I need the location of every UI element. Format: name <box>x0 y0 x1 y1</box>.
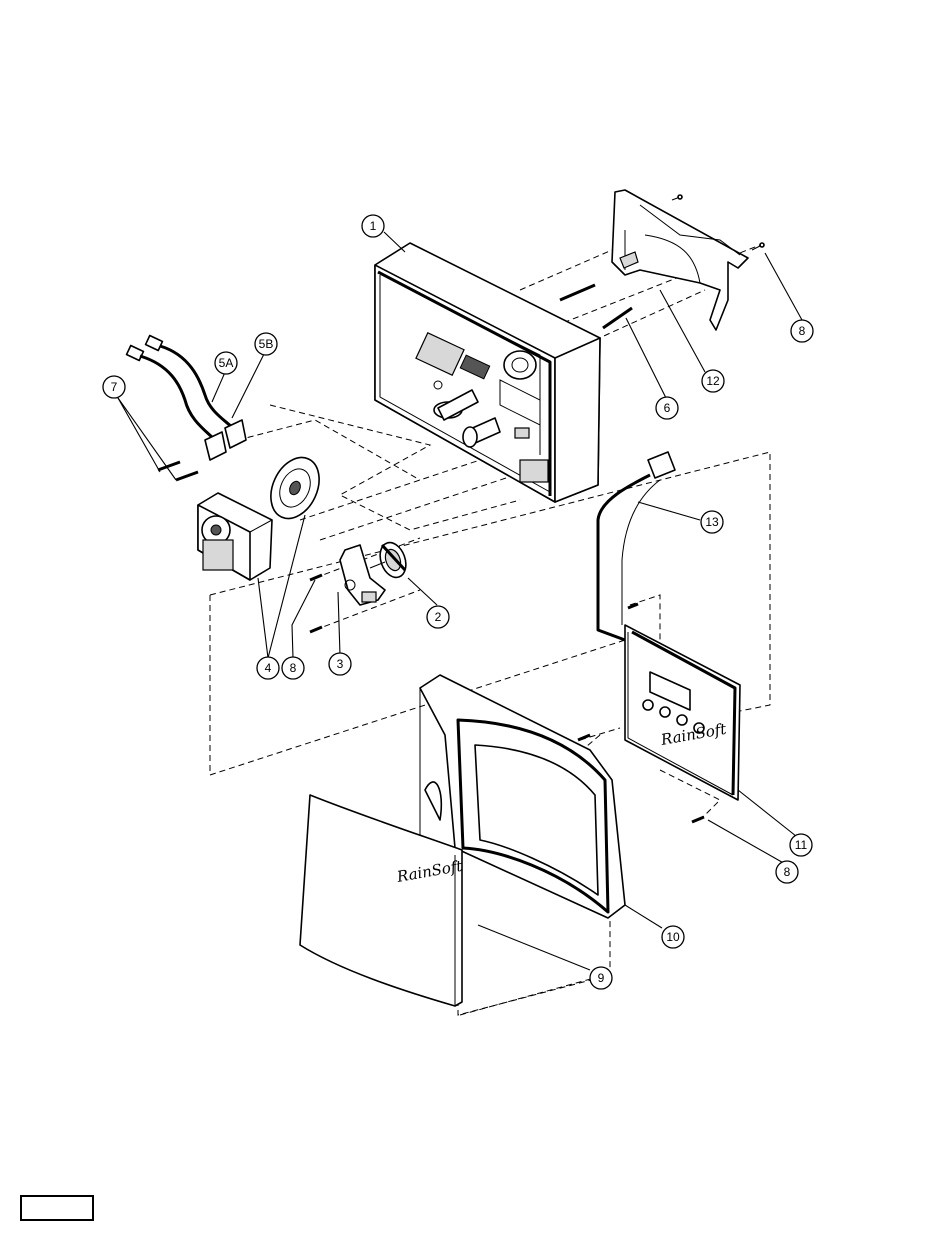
svg-text:1: 1 <box>370 219 377 233</box>
svg-text:3: 3 <box>337 657 344 671</box>
callout-5a: 5A <box>215 352 237 374</box>
svg-text:8: 8 <box>799 324 806 338</box>
svg-text:9: 9 <box>598 971 605 985</box>
motor-assembly <box>198 450 328 580</box>
callout-11: 11 <box>790 834 812 856</box>
callout-9: 9 <box>590 967 612 989</box>
svg-text:12: 12 <box>706 374 720 388</box>
page-number-box <box>20 1195 94 1221</box>
callout-1: 1 <box>362 215 384 237</box>
callout-3: 3 <box>329 653 351 675</box>
svg-text:10: 10 <box>666 930 680 944</box>
svg-text:5B: 5B <box>259 337 274 351</box>
switch-bracket <box>340 545 385 605</box>
callout-4: 4 <box>257 657 279 679</box>
svg-text:13: 13 <box>705 515 719 529</box>
callout-10: 10 <box>662 926 684 948</box>
callout-8-top: 8 <box>791 320 813 342</box>
callout-6: 6 <box>656 397 678 419</box>
svg-text:11: 11 <box>795 838 808 852</box>
control-panel: RainSoft <box>625 625 740 800</box>
main-housing <box>375 243 600 502</box>
svg-text:8: 8 <box>290 661 297 675</box>
callout-7: 7 <box>103 376 125 398</box>
front-cover: RainSoft <box>300 795 465 1006</box>
svg-text:4: 4 <box>265 661 272 675</box>
svg-text:7: 7 <box>111 380 118 394</box>
control-cable <box>598 452 675 640</box>
callout-2: 2 <box>427 606 449 628</box>
svg-text:8: 8 <box>784 865 791 879</box>
harness-screws <box>158 462 198 480</box>
callout-8-right: 8 <box>776 861 798 883</box>
callout-13: 13 <box>701 511 723 533</box>
callout-5b: 5B <box>255 333 277 355</box>
bracket-screws-left <box>310 575 322 632</box>
svg-text:5A: 5A <box>219 356 234 370</box>
callout-8-left: 8 <box>282 657 304 679</box>
svg-text:2: 2 <box>435 610 442 624</box>
svg-text:6: 6 <box>664 401 671 415</box>
callout-12: 12 <box>702 370 724 392</box>
